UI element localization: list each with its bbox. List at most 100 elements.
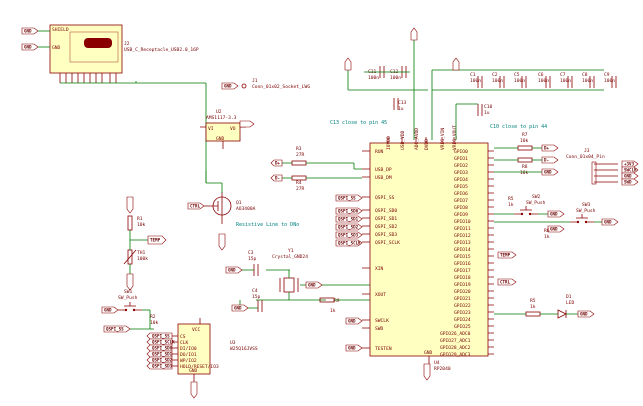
- p3v3-label-u2: [239, 120, 255, 128]
- svg-text:GND: GND: [604, 220, 612, 225]
- j2-pin-gnd: GND: [52, 45, 61, 51]
- svg-text:TEMP: TEMP: [150, 238, 161, 243]
- decoupling-caps-left[interactable]: C11 100n C12 100n C13 1u C13 close to pi…: [330, 40, 428, 140]
- svg-text:AMS1117-3.3: AMS1117-3.3: [206, 115, 237, 121]
- flash-u3[interactable]: U3 W25Q16JVSS VCC GND CS CLK DI/IO0 DO/I…: [172, 318, 258, 382]
- u4-power-net-labels: [423, 363, 431, 381]
- u4-body: [369, 142, 489, 357]
- vbus-wire: [116, 81, 207, 183]
- svg-text:R9: R9: [334, 298, 340, 304]
- svg-text:D-: D-: [544, 158, 549, 163]
- resistor-r2[interactable]: R2 10k: [150, 314, 159, 326]
- resistor-r7[interactable]: R7 10k: [494, 132, 542, 151]
- regulator-u2[interactable]: U2 AMS1117-3.3 VI VO GND: [200, 109, 246, 149]
- svg-text:GPIO8: GPIO8: [454, 205, 468, 211]
- svg-text:XIN: XIN: [375, 266, 384, 272]
- svg-text:CS: CS: [180, 334, 186, 340]
- svg-text:Y1: Y1: [288, 248, 294, 254]
- svg-text:USB_DM: USB_DM: [375, 175, 392, 181]
- svg-text:GND: GND: [189, 368, 198, 374]
- temp-label: TEMP: [147, 235, 167, 245]
- gnd-label-2: GND: [21, 43, 50, 51]
- svg-text:DVDD: DVDD: [424, 139, 430, 150]
- button-sw1[interactable]: SW1 SW_Push: [118, 289, 150, 312]
- svg-text:GND: GND: [24, 29, 32, 34]
- usb-c-connector-j2[interactable]: SHIELD GND J2 USB_C_Receptacle_USB2.0_16…: [49, 24, 199, 84]
- p3v3-flag-top: [410, 27, 418, 41]
- mosfet-q1[interactable]: CTRL Q1 AO3400A Resistive Line to DNo: [187, 171, 299, 228]
- svg-text:CTRL: CTRL: [500, 280, 511, 285]
- svg-text:GPIO29_ADC3: GPIO29_ADC3: [440, 352, 471, 358]
- ctrl-label-text: CTRL: [190, 204, 201, 209]
- button-sw2[interactable]: SW2 SW_Push GND: [494, 194, 565, 218]
- thermistor-th1[interactable]: TH1 100k: [123, 240, 148, 291]
- svg-text:10k: 10k: [520, 138, 529, 144]
- svg-text:GPIO27_ADC1: GPIO27_ADC1: [440, 338, 471, 344]
- resistor-r9[interactable]: R9 1k: [319, 297, 370, 314]
- resistor-r1[interactable]: R1 10k: [126, 196, 148, 241]
- svg-text:QSPI_SD2: QSPI_SD2: [152, 358, 173, 363]
- svg-text:GND: GND: [580, 312, 588, 317]
- mcu-u4[interactable]: U4 RP2040 GND RUN USB_DP USB_DM QSPI_SS …: [362, 125, 494, 372]
- gnd-flag-gpio: GND: [547, 225, 565, 233]
- svg-text:Conn_01x02_Socket_LWG: Conn_01x02_Socket_LWG: [252, 84, 310, 90]
- svg-text:GPIO10: GPIO10: [454, 219, 471, 225]
- svg-text:C6: C6: [538, 72, 544, 78]
- svg-text:1k: 1k: [508, 202, 514, 208]
- u4-right-pins: GPIO0 GPIO1 GPIO2 GPIO3 GPIO4 GPIO5 GPIO…: [440, 149, 471, 358]
- u4-left-pins: RUN USB_DP USB_DM QSPI_SS QSPI_SD0 QSPI_…: [362, 149, 400, 352]
- svg-text:D1: D1: [566, 294, 572, 300]
- svg-text:1u: 1u: [398, 106, 404, 112]
- resistor-r3[interactable]: R3 27R: [282, 146, 362, 170]
- svg-text:GND: GND: [348, 319, 356, 324]
- resistor-r8[interactable]: R8 10k: [494, 157, 542, 176]
- svg-text:GPIO14: GPIO14: [454, 247, 471, 253]
- gnd-label-sw3: [601, 218, 619, 226]
- svg-text:Conn_01x04_Pin: Conn_01x04_Pin: [566, 154, 605, 160]
- j2-body: [49, 24, 123, 74]
- led-d1[interactable]: R5 1k D1 LED GND: [494, 294, 595, 319]
- r5-r6-resistors[interactable]: R5 1k R6 1k: [508, 196, 550, 240]
- svg-text:15p: 15p: [252, 294, 261, 300]
- svg-text:100n: 100n: [390, 75, 401, 81]
- svg-text:VI: VI: [208, 126, 214, 132]
- svg-text:1k: 1k: [544, 234, 550, 240]
- resistor-r4[interactable]: R4 27R: [282, 175, 362, 192]
- svg-text:100k: 100k: [137, 256, 148, 262]
- svg-text:GPIO7: GPIO7: [454, 198, 468, 204]
- svg-text:GPIO18: GPIO18: [454, 275, 471, 281]
- svg-text:D+: D+: [544, 146, 550, 151]
- svg-text:GPIO2: GPIO2: [454, 163, 468, 169]
- svg-text:10k: 10k: [150, 320, 159, 326]
- svg-text:U4: U4: [434, 360, 440, 366]
- decoupling-caps-right[interactable]: C1 100n C2 100n C5 100n C6 100n C7 100n …: [431, 69, 617, 140]
- gnd-label-sw1: GND: [101, 306, 119, 314]
- svg-text:GPIO4: GPIO4: [454, 177, 468, 183]
- svg-text:AO3400A: AO3400A: [236, 206, 256, 212]
- u3-net-labels: QSPI_SS QSPI_SCLK QSPI_SD0 QSPI_SD1 QSPI…: [146, 332, 198, 399]
- crystal-caps[interactable]: C3 15p C4 15p: [236, 250, 263, 312]
- svg-text:C1: C1: [470, 72, 476, 78]
- svg-text:SWCLK: SWCLK: [624, 168, 637, 173]
- svg-text:GND: GND: [216, 136, 225, 142]
- svg-text:VREG_VOUT: VREG_VOUT: [452, 125, 458, 150]
- swd-connector-j3[interactable]: J3 Conn_01x04_Pin +3V3 SWCLK GND SWD: [566, 148, 639, 186]
- svg-text:GPIO15: GPIO15: [454, 254, 471, 260]
- svg-text:GPIO9: GPIO9: [454, 212, 468, 218]
- crystal-y1[interactable]: Y1 Crystal_GND24: [256, 248, 370, 301]
- svg-text:QSPI_SD0: QSPI_SD0: [375, 208, 397, 214]
- crystal-icon: [283, 277, 295, 293]
- svg-text:100n: 100n: [368, 75, 379, 81]
- battery-connector-j1[interactable]: GND J1 Conn_01x02_Socket_LWG: [221, 78, 310, 90]
- svg-text:WP/IO2: WP/IO2: [180, 358, 197, 364]
- button-sw3[interactable]: SW3 SW_Push GND: [494, 202, 619, 226]
- svg-text:100n: 100n: [560, 78, 571, 84]
- gnd-label-r1: [126, 196, 134, 214]
- svg-text:TH1: TH1: [137, 250, 146, 256]
- j2-value: USB_C_Receptacle_USB2.0_16P: [124, 47, 199, 53]
- qspi-ss-label-sw1: QSPI_SS: [103, 310, 154, 333]
- svg-text:VREG_VIN: VREG_VIN: [440, 128, 446, 150]
- ctrl-label: [187, 202, 205, 210]
- svg-text:C3: C3: [248, 250, 254, 256]
- svg-text:GND: GND: [544, 170, 552, 175]
